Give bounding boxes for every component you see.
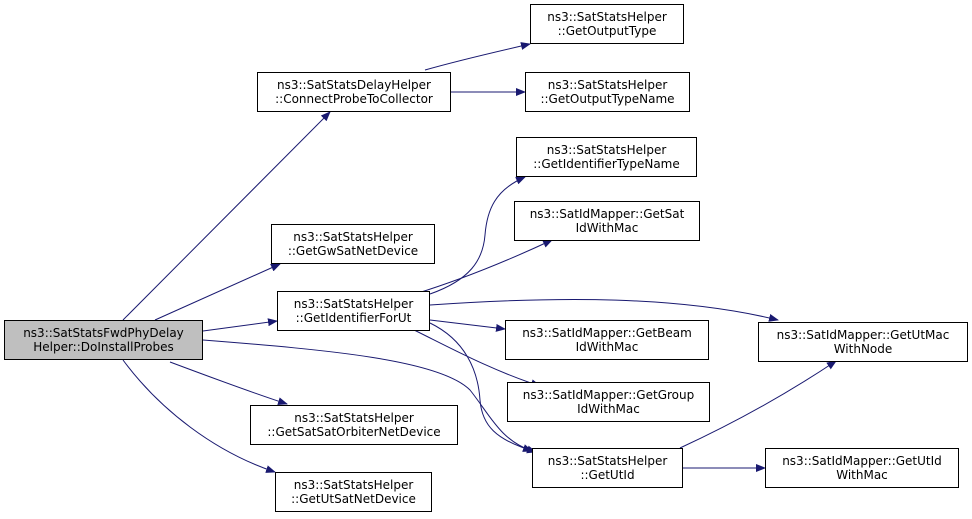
node-label-line1: ns3::SatStatsHelper <box>546 143 667 157</box>
node-label-line1: ns3::SatIdMapper::GetGroup <box>522 388 695 402</box>
node-label-line2: ::GetSatSatOrbiterNetDevice <box>267 425 441 439</box>
node-label-line2: Helper::DoInstallProbes <box>33 340 174 354</box>
node-connect-probe-to-collector[interactable]: ns3::SatStatsDelayHelper ::ConnectProbeT… <box>257 72 451 112</box>
node-label-line1: ns3::SatStatsFwdPhyDelay <box>23 326 184 340</box>
edge-root-utsat <box>122 359 276 473</box>
node-label-line1: ns3::SatStatsHelper <box>547 10 667 24</box>
node-get-identifier-type-name[interactable]: ns3::SatStatsHelper ::GetIdentifierTypeN… <box>516 137 697 177</box>
edge-idforut-beamid <box>429 319 506 332</box>
node-label-line2: IdWithMac <box>575 221 639 235</box>
node-label-line1: ns3::SatIdMapper::GetSat <box>529 207 685 221</box>
node-sat-stats-fwd-phy-delay-helper-do-install-probes[interactable]: ns3::SatStatsFwdPhyDelay Helper::DoInsta… <box>4 320 203 360</box>
node-label-line1: ns3::SatIdMapper::GetUtId <box>782 454 942 468</box>
node-get-identifier-for-ut[interactable]: ns3::SatStatsHelper ::GetIdentifierForUt <box>277 291 430 331</box>
node-get-sat-id-with-mac[interactable]: ns3::SatIdMapper::GetSat IdWithMac <box>514 201 700 241</box>
node-label-line1: ns3::SatIdMapper::GetBeam <box>522 326 692 340</box>
node-label-line1: ns3::SatStatsHelper <box>547 454 668 468</box>
node-label-line1: ns3::SatStatsHelper <box>293 230 413 244</box>
node-label-line2: WithMac <box>836 468 888 482</box>
node-get-gw-sat-net-device[interactable]: ns3::SatStatsHelper ::GetGwSatNetDevice <box>271 224 435 264</box>
edge-idforut-utmacnode <box>429 298 779 322</box>
node-get-output-type-name[interactable]: ns3::SatStatsHelper ::GetOutputTypeName <box>525 72 690 112</box>
node-get-group-id-with-mac[interactable]: ns3::SatIdMapper::GetGroup IdWithMac <box>507 382 710 422</box>
node-label-line2: ::GetIdentifierTypeName <box>533 157 680 171</box>
node-label-line1: ns3::SatIdMapper::GetUtMac <box>776 328 950 342</box>
node-get-sat-sat-orbiter-net-device[interactable]: ns3::SatStatsHelper ::GetSatSatOrbiterNe… <box>250 405 458 445</box>
edge-idforut-idtypename <box>429 176 526 295</box>
node-get-ut-sat-net-device[interactable]: ns3::SatStatsHelper ::GetUtSatNetDevice <box>275 472 432 512</box>
node-get-beam-id-with-mac[interactable]: ns3::SatIdMapper::GetBeam IdWithMac <box>505 320 709 360</box>
node-label-line1: ns3::SatStatsHelper <box>293 478 414 492</box>
node-label-line2: ::ConnectProbeToCollector <box>275 92 433 106</box>
node-label-line2: ::GetOutputTypeName <box>540 92 675 106</box>
edge-root-getutid <box>202 339 533 452</box>
edge-root-gwsat <box>154 263 281 321</box>
node-label-line1: ns3::SatStatsHelper <box>294 411 414 425</box>
node-get-ut-mac-with-node[interactable]: ns3::SatIdMapper::GetUtMac WithNode <box>758 322 968 362</box>
edge-root-idforut <box>202 318 278 332</box>
node-label-line1: ns3::SatStatsHelper <box>293 297 414 311</box>
node-get-output-type[interactable]: ns3::SatStatsHelper ::GetOutputType <box>530 4 684 44</box>
edge-root-satorbiter <box>169 361 288 406</box>
node-label-line2: ::GetUtSatNetDevice <box>291 492 416 506</box>
edge-getutid-utmacnode <box>679 360 837 449</box>
edge-root-connect <box>122 111 331 321</box>
node-label-line2: ::GetOutputType <box>557 24 657 38</box>
node-label-line2: ::GetGwSatNetDevice <box>287 244 419 258</box>
node-get-ut-id[interactable]: ns3::SatStatsHelper ::GetUtId <box>532 448 683 488</box>
node-label-line2: IdWithMac <box>575 340 639 354</box>
node-label-line1: ns3::SatStatsHelper <box>547 78 668 92</box>
edge-idforut-groupid <box>409 327 541 388</box>
edge-connect-outtype <box>424 42 531 71</box>
node-label-line1: ns3::SatStatsDelayHelper <box>277 78 431 92</box>
edge-idforut-satid <box>414 239 553 295</box>
edge-idforut-getutid <box>429 322 537 454</box>
node-label-line2: ::GetIdentifierForUt <box>295 311 412 325</box>
node-label-line2: WithNode <box>833 342 893 356</box>
node-label-line2: IdWithMac <box>577 402 640 416</box>
node-label-line2: ::GetUtId <box>580 468 635 482</box>
node-get-ut-id-with-mac[interactable]: ns3::SatIdMapper::GetUtId WithMac <box>765 448 959 488</box>
